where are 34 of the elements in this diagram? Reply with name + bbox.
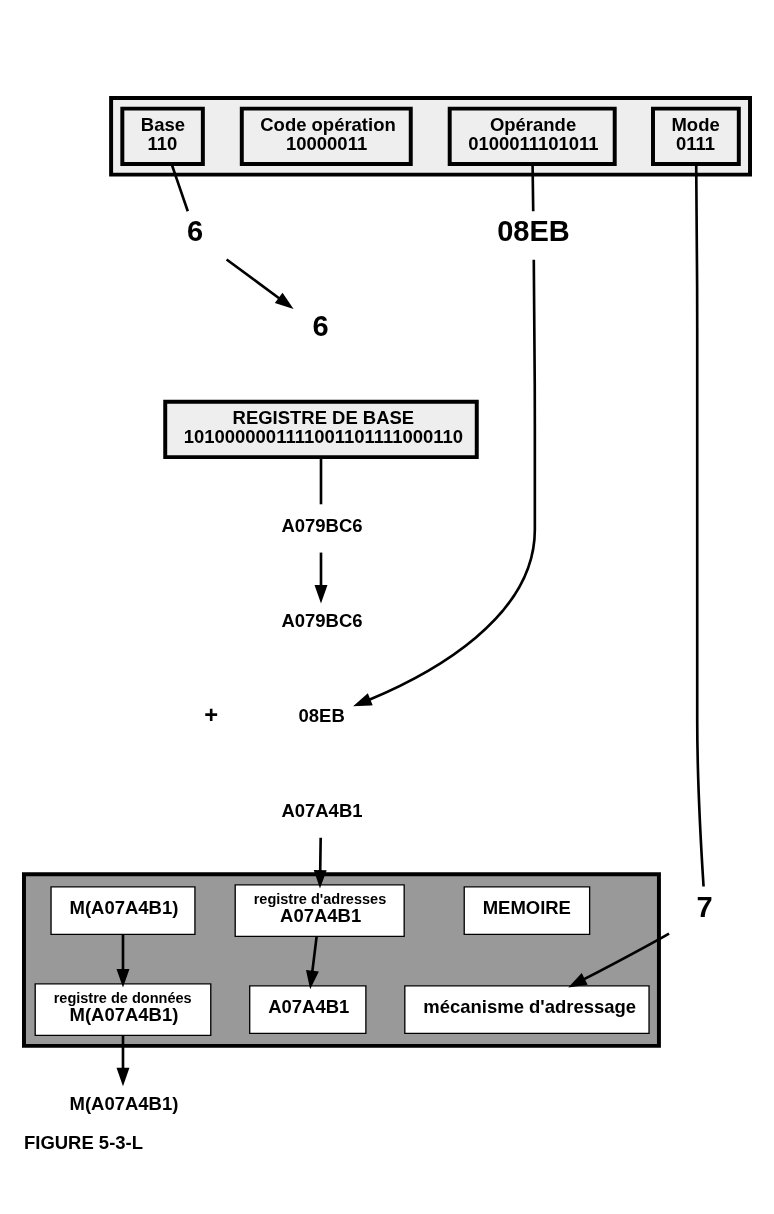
connector — [531, 164, 535, 211]
cluster — [109, 95, 752, 177]
node-box: registre d'adresses A07A4B1 — [234, 883, 405, 937]
node-box: MEMOIRE — [463, 885, 591, 935]
node-box: Code opération 10000011 — [239, 106, 413, 166]
node-box: Base 110 — [120, 106, 205, 166]
connector — [170, 163, 190, 212]
connector — [694, 163, 705, 887]
arrow — [313, 837, 327, 889]
node-text: 6 — [312, 309, 329, 342]
node-text: A079BC6 — [281, 514, 363, 536]
node-text: A07A4B1 — [281, 799, 363, 821]
node-box: A07A4B1 — [249, 984, 367, 1034]
caption: FIGURE 5-3-L — [23, 1131, 144, 1153]
node-box: Opérande 0100011101011 — [447, 106, 617, 166]
connector — [319, 457, 323, 504]
arrow — [306, 936, 319, 989]
node-box: M(A07A4B1) — [50, 885, 196, 935]
arrow — [314, 552, 328, 604]
node-text: 7 — [696, 890, 713, 923]
node-text: 6 — [187, 214, 204, 247]
node-box: mécanisme d'adressage — [404, 984, 650, 1034]
arrow — [116, 1035, 130, 1086]
node-text: A079BC6 — [281, 609, 363, 631]
node-text: 08EB — [497, 214, 570, 247]
arrow — [116, 934, 130, 988]
node-text: 08EB — [298, 704, 345, 726]
node-box: REGISTRE DE BASE 1010000001111001101111000110 — [163, 399, 479, 459]
node-text: M(A07A4B1) — [69, 1092, 179, 1114]
arrow — [353, 259, 537, 706]
arrow — [225, 257, 294, 309]
node-box: registre de données M(A07A4B1) — [34, 982, 212, 1036]
label: + — [204, 700, 219, 728]
node-box: Mode 0111 — [651, 106, 741, 166]
